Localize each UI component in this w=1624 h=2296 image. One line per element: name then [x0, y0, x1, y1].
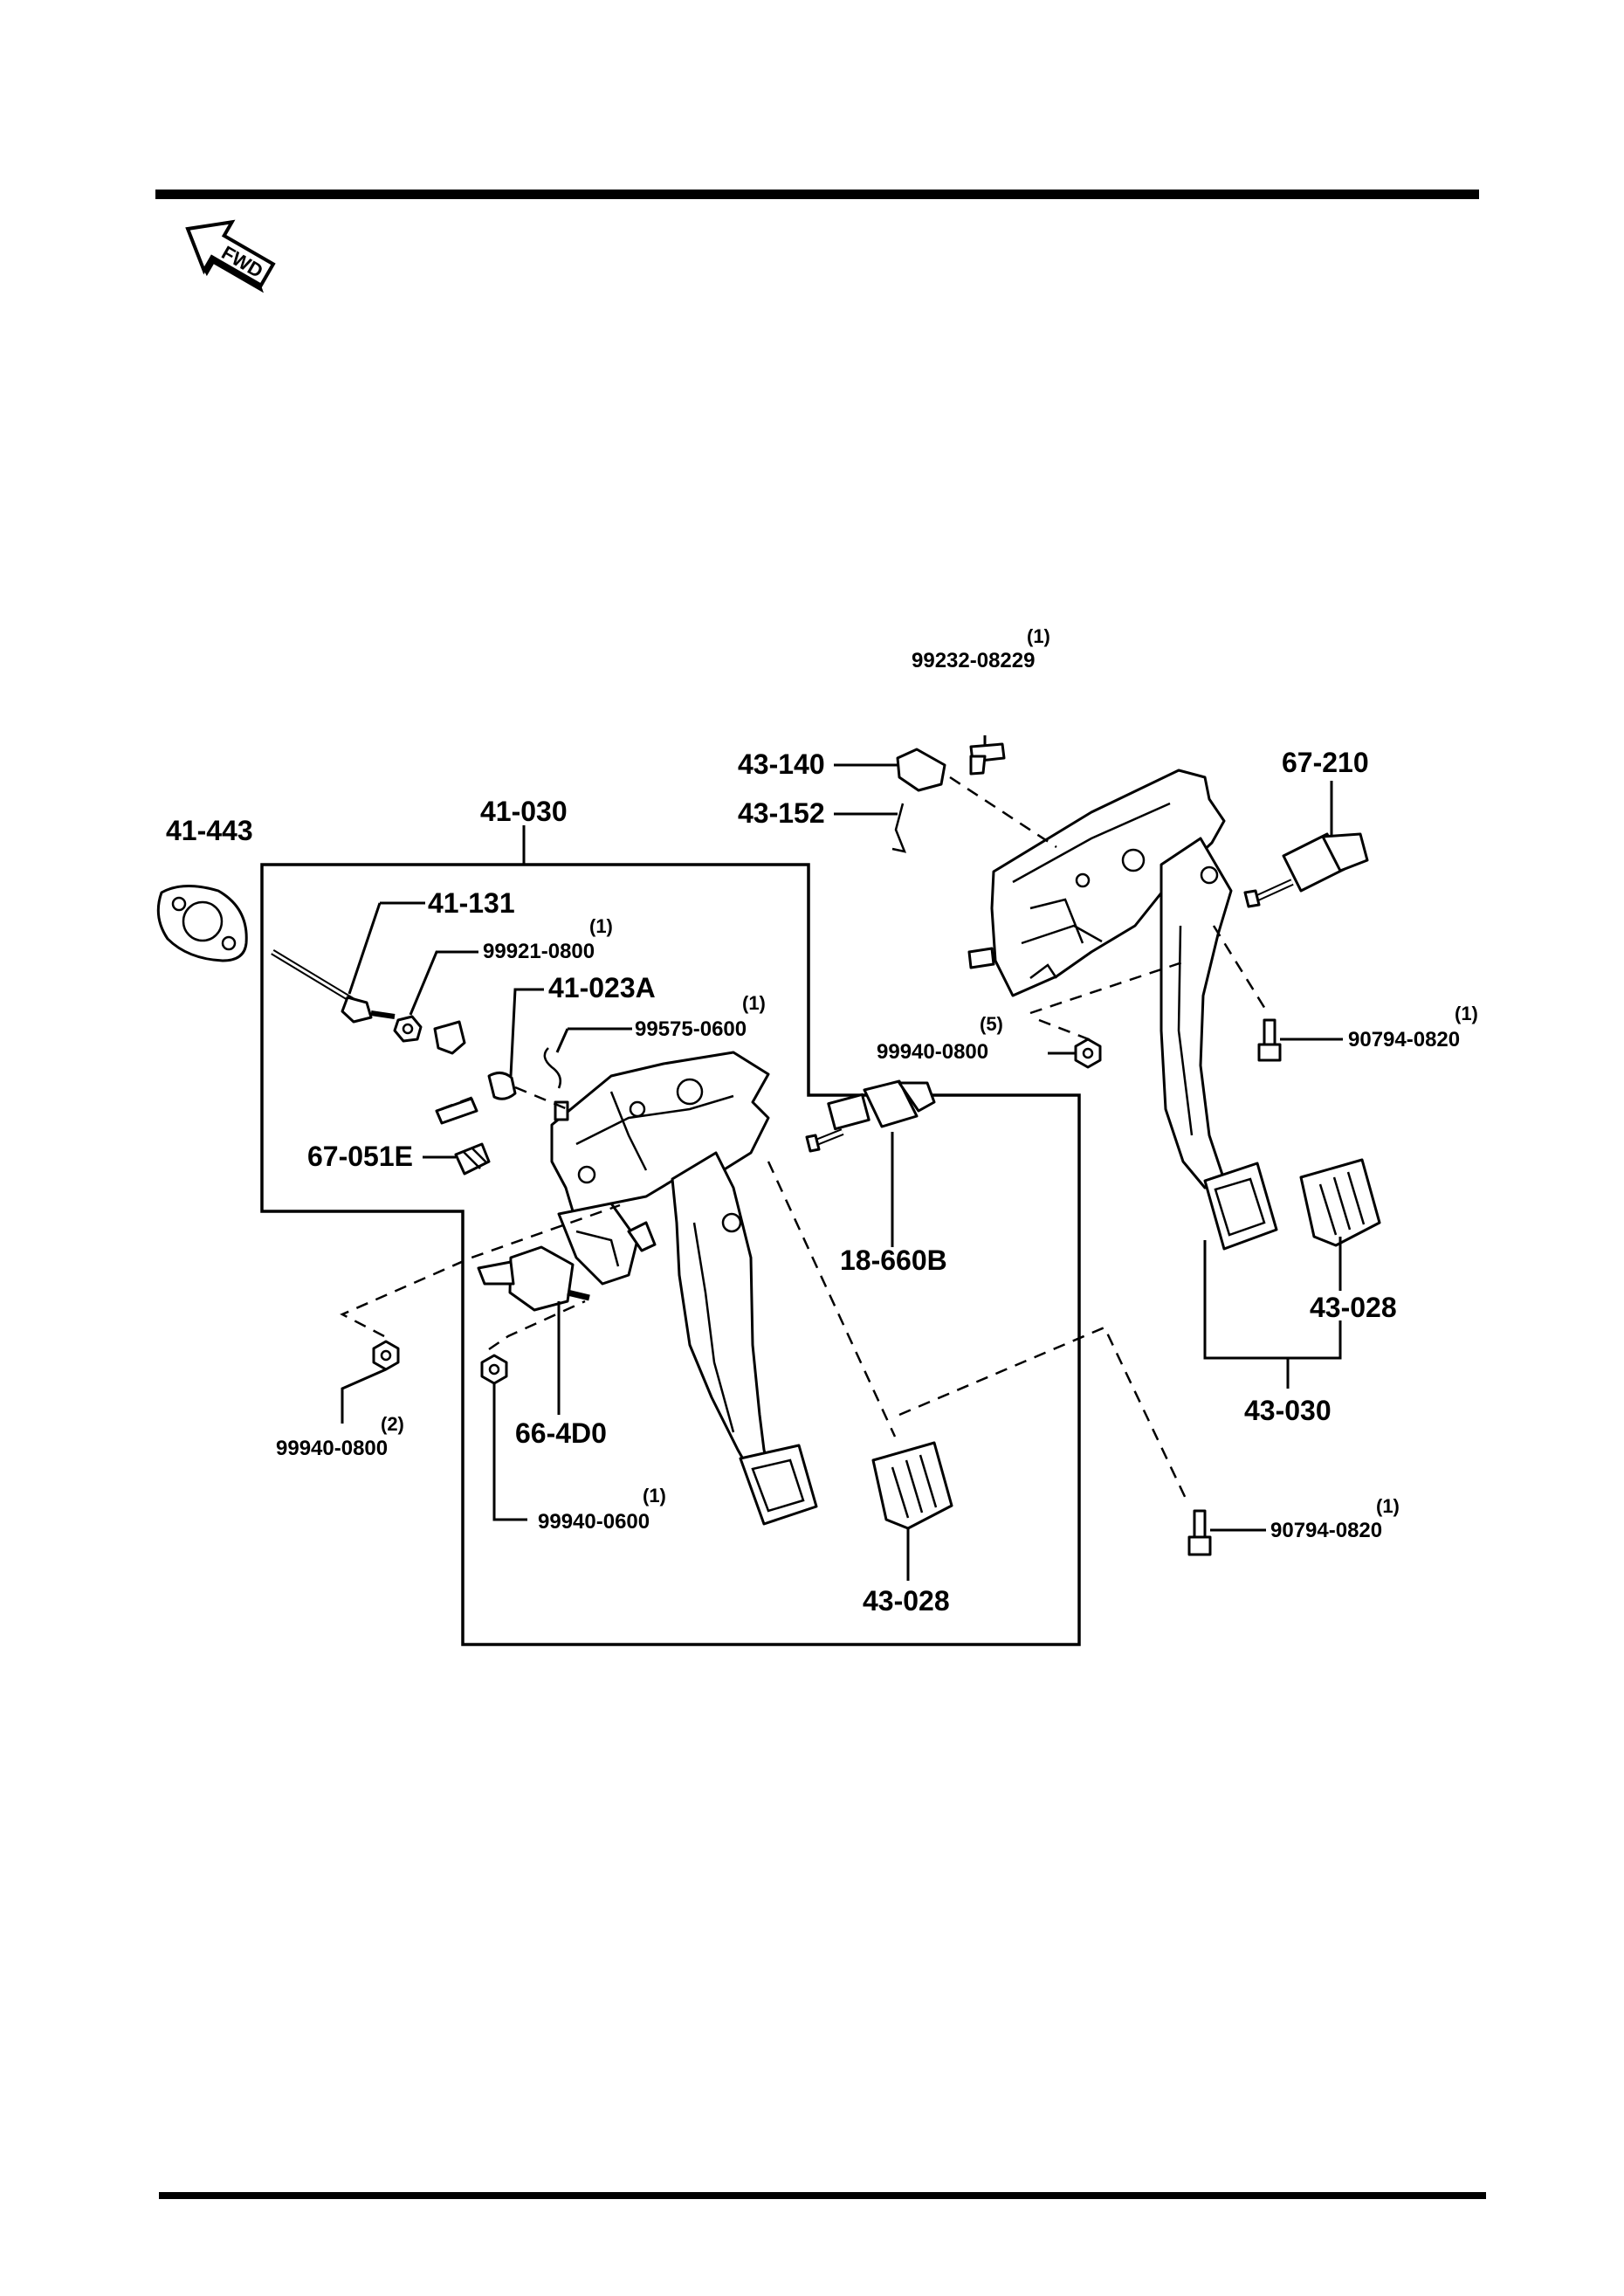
brake-pedal-bracket — [967, 769, 1226, 997]
top-rule — [155, 190, 1479, 199]
pedal-pad-43-028-right — [1299, 1158, 1381, 1247]
qty-99940-0600: (1) — [643, 1485, 666, 1507]
qty-99940-0800-left: (2) — [381, 1413, 404, 1435]
bolt-90794-0820-lower — [1187, 1509, 1212, 1556]
bottom-rule — [159, 2192, 1486, 2199]
qty-90794-0820-lower: (1) — [1376, 1495, 1400, 1517]
nut-99940-0600 — [480, 1354, 508, 1385]
label-90794-0820-upper: 90794-0820 — [1348, 1028, 1460, 1051]
nut-99940-0800-left — [372, 1340, 400, 1371]
label-66-4D0: 66-4D0 — [515, 1417, 607, 1449]
clutch-pedal-pad — [739, 1444, 818, 1526]
label-41-131: 41-131 — [428, 887, 515, 919]
clutch-pedal-bracket — [550, 1051, 770, 1286]
qty-99575-0600: (1) — [742, 992, 766, 1014]
pin-43-152 — [891, 803, 907, 853]
label-99232-08229: 99232-08229 — [912, 649, 1035, 672]
fwd-arrow-icon: FWD — [185, 219, 276, 293]
label-99940-0600: 99940-0600 — [538, 1510, 650, 1534]
bolt-99232-08229 — [969, 742, 1006, 776]
label-99921-0800: 99921-0800 — [483, 940, 595, 963]
clip-67-051E — [454, 1142, 491, 1176]
brake-pedal-pad — [1203, 1162, 1278, 1251]
pushrod-41-131 — [271, 949, 396, 1024]
label-99940-0800-left: 99940-0800 — [276, 1437, 388, 1460]
switch-18-660B — [805, 1079, 936, 1153]
clutch-assembly-outline — [260, 863, 1081, 1646]
label-41-443: 41-443 — [166, 815, 253, 846]
clevis-43-140 — [896, 748, 946, 792]
label-43-030: 43-030 — [1244, 1395, 1332, 1426]
label-43-140: 43-140 — [738, 748, 825, 780]
label-41-030: 41-030 — [480, 796, 568, 827]
qty-99921-0800: (1) — [589, 915, 613, 937]
clevis-41-023A — [433, 1020, 517, 1125]
label-43-152: 43-152 — [738, 797, 825, 829]
label-43-028-right: 43-028 — [1310, 1292, 1397, 1323]
label-18-660B: 18-660B — [840, 1245, 947, 1276]
label-99575-0600: 99575-0600 — [635, 1017, 747, 1041]
pedal-pad-43-028-left — [871, 1441, 953, 1530]
assembly-dashed-lines — [340, 776, 1270, 1503]
qty-99940-0800-right: (5) — [980, 1013, 1003, 1035]
gasket-41-443 — [156, 884, 248, 962]
label-90794-0820-lower: 90794-0820 — [1270, 1519, 1382, 1542]
label-99940-0800-right: 99940-0800 — [877, 1040, 988, 1064]
label-67-210: 67-210 — [1282, 747, 1369, 778]
qty-90794-0820-upper: (1) — [1455, 1003, 1478, 1024]
bolt-90794-0820-upper — [1257, 1018, 1282, 1062]
label-41-023A: 41-023A — [548, 972, 656, 1003]
brake-pedal-arm — [1160, 837, 1233, 1189]
qty-99232-08229: (1) — [1027, 625, 1050, 647]
nut-99921-0800 — [393, 1015, 423, 1043]
nut-99940-0800-right — [1074, 1038, 1102, 1069]
leader-lines — [341, 735, 1343, 1581]
label-43-028-left: 43-028 — [863, 1585, 950, 1617]
switch-67-210 — [1243, 832, 1369, 908]
clip-99575-0600 — [543, 1047, 561, 1089]
label-67-051E: 67-051E — [307, 1141, 413, 1172]
switch-66-4D0 — [477, 1245, 590, 1312]
clutch-pedal-arm — [671, 1151, 770, 1478]
